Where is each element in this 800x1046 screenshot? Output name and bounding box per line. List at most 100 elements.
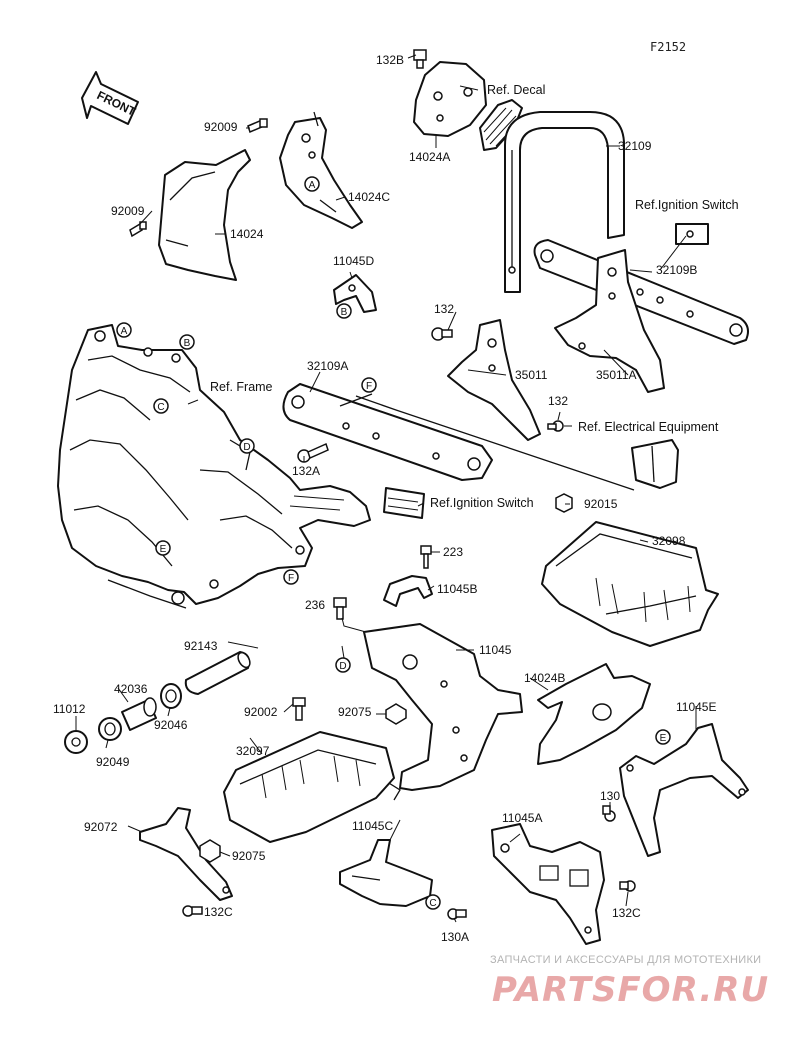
- ref-electrical-equipment: Ref. Electrical Equipment: [578, 420, 719, 434]
- label-130: 130: [600, 789, 620, 803]
- plate-35011A: [554, 249, 665, 393]
- label-42036: 42036: [114, 682, 148, 696]
- label-35011A: 35011A: [596, 368, 636, 382]
- label-92143: 92143: [184, 639, 218, 653]
- label-92009-left: 92009: [111, 204, 145, 218]
- watermark: ЗАПЧАСТИ И АКСЕССУАРЫ ДЛЯ МОТОТЕХНИКИ PA…: [490, 954, 769, 1010]
- bracket-11045E: [619, 723, 749, 857]
- label-14024B: 14024B: [524, 671, 565, 685]
- bolt-132B: [413, 49, 427, 69]
- label-92049: 92049: [96, 755, 130, 769]
- label-132-mid: 132: [548, 394, 568, 408]
- battery-tray-32097: [223, 731, 395, 843]
- watermark-logo: PARTSFOR.RU: [492, 970, 769, 1010]
- callout-C-bracket: C: [429, 898, 436, 909]
- plate-35011: [447, 319, 541, 441]
- ref-ignition-switch-mid: Ref.Ignition Switch: [430, 496, 534, 510]
- ref-frame: Ref. Frame: [210, 380, 273, 394]
- label-32097: 32097: [236, 744, 270, 758]
- label-92046: 92046: [154, 718, 188, 732]
- label-223: 223: [443, 545, 463, 559]
- cover-14024A: [413, 61, 487, 137]
- backrest-32109: [504, 111, 625, 293]
- ref-decal: Ref. Decal: [487, 83, 545, 97]
- bolt-130: [602, 805, 616, 822]
- callout-F-bracket: F: [366, 381, 372, 392]
- label-14024C: 14024C: [348, 190, 390, 204]
- watermark-caption: ЗАПЧАСТИ И АКСЕССУАРЫ ДЛЯ МОТОТЕХНИКИ: [490, 954, 761, 966]
- cap-11012: [64, 730, 88, 754]
- label-236: 236: [305, 598, 325, 612]
- leader-guide-line: [355, 395, 635, 491]
- side-cover-14024: [158, 149, 251, 281]
- label-92002: 92002: [244, 705, 278, 719]
- label-132A: 132A: [292, 464, 320, 478]
- stay-92072: [139, 807, 233, 901]
- callout-E-bracket: E: [660, 733, 667, 744]
- collar-92143: [184, 651, 251, 695]
- callout-B-bracket: B: [341, 307, 348, 318]
- ref-ignition-switch-top: Ref.Ignition Switch: [635, 198, 739, 212]
- bracket-11045C: [339, 839, 433, 907]
- callout-C-frame: C: [157, 402, 164, 413]
- label-32098: 32098: [652, 534, 686, 548]
- label-11045: 11045: [479, 643, 512, 657]
- label-11045C: 11045C: [352, 819, 393, 833]
- label-11012: 11012: [53, 702, 86, 716]
- bushing-42036: [121, 697, 157, 731]
- frame: [57, 324, 371, 609]
- electrical-clip: [631, 439, 679, 489]
- bracket-11045A: [491, 823, 605, 945]
- callout-B-frame: B: [184, 338, 191, 349]
- label-11045A: 11045A: [502, 811, 542, 825]
- label-132C-right: 132C: [612, 906, 641, 920]
- bolt-132-upper: [431, 327, 453, 341]
- bolt-130A: [447, 908, 467, 920]
- bolt-132-mid: [547, 420, 564, 432]
- callout-A-frame: A: [121, 326, 128, 337]
- label-14024A: 14024A: [409, 150, 450, 164]
- bushing-92046: [160, 683, 182, 709]
- label-92015: 92015: [584, 497, 618, 511]
- label-14024: 14024: [230, 227, 264, 241]
- bolt-223: [420, 545, 432, 569]
- nut-92015: [555, 493, 573, 513]
- nut-92075-upper: [385, 703, 407, 725]
- label-35011: 35011: [515, 368, 548, 382]
- label-132-upper: 132: [434, 302, 454, 316]
- label-130A: 130A: [441, 930, 469, 944]
- bolt-132C-left: [182, 905, 203, 917]
- label-92072: 92072: [84, 820, 118, 834]
- bolt-92009-left: [129, 221, 147, 238]
- bracket-11045D: [333, 274, 377, 313]
- leader-lines: [75, 54, 697, 923]
- label-92009-top: 92009: [204, 120, 238, 134]
- label-132C-left: 132C: [204, 905, 233, 919]
- bracket-11045B: [383, 575, 433, 607]
- bracket-11045: [363, 623, 523, 801]
- label-11045E: 11045E: [676, 700, 716, 714]
- bracket-32109A: [282, 383, 493, 481]
- ignition-switch-plate-top: [675, 223, 709, 245]
- callout-E-frame: E: [160, 544, 167, 555]
- label-11045B: 11045B: [437, 582, 477, 596]
- label-132B: 132B: [376, 53, 404, 67]
- battery-case-32098: [541, 521, 719, 647]
- label-32109: 32109: [618, 139, 652, 153]
- bolt-132C-right: [619, 880, 636, 892]
- callouts: A B A B C D E F F D E C: [116, 176, 671, 910]
- label-11045D: 11045D: [333, 254, 374, 268]
- bolt-92009-top: [247, 118, 268, 134]
- bolt-132A: [297, 442, 329, 463]
- front-arrow-icon: FRONT: [81, 71, 139, 125]
- label-32109A: 32109A: [307, 359, 348, 373]
- figure-code: F2152: [650, 40, 686, 54]
- bolt-236: [333, 597, 347, 620]
- nut-92075-lower: [199, 839, 221, 863]
- side-cover-14024C: [279, 111, 363, 229]
- callout-D-bracket: D: [339, 661, 346, 672]
- callout-A-cover: A: [309, 180, 316, 191]
- callout-D-frame: D: [243, 442, 250, 453]
- washer-92049: [98, 717, 122, 741]
